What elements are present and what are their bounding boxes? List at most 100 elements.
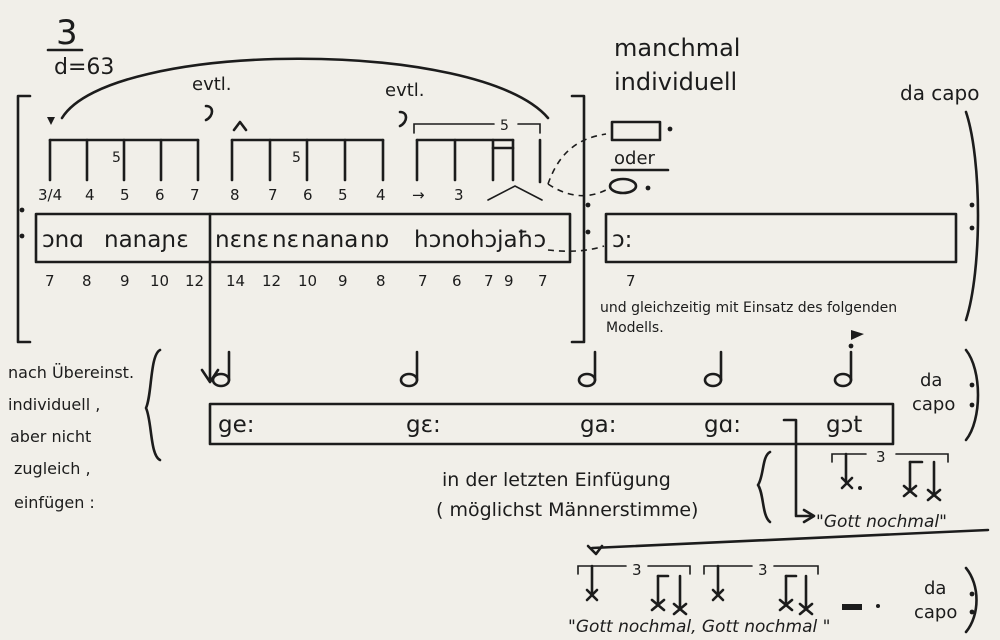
flag-mark xyxy=(851,330,864,340)
stems-model1 xyxy=(48,138,542,184)
gott-triplet-label: 3 xyxy=(876,448,886,466)
upper-number-11: 3 xyxy=(454,186,464,204)
repeat-dot xyxy=(19,207,25,213)
tuplet-label-2: 5 xyxy=(292,150,301,166)
model2-capo: capo xyxy=(912,394,955,415)
da-capo-top: da capo xyxy=(900,81,980,105)
half-note xyxy=(399,350,419,388)
text-segment-5: nɒ xyxy=(360,227,389,253)
staccato-dot xyxy=(848,343,854,349)
alternative-text-box xyxy=(604,212,958,264)
slur-arc xyxy=(60,57,550,120)
gott-nochmal-text: "Gott nochmal" xyxy=(816,512,947,532)
model1-right-bracket xyxy=(570,94,586,344)
model2-syllable-3: gɑ: xyxy=(704,412,741,438)
model3-capo: capo xyxy=(914,602,957,623)
text-segment-2: nɛnɛ xyxy=(215,227,269,253)
model2-note-line-4: einfügen : xyxy=(14,493,95,512)
lower-number-3: 10 xyxy=(150,272,169,290)
evtl-label-1: evtl. xyxy=(192,74,232,95)
upper-number-5: 8 xyxy=(230,186,240,204)
upper-number-8: 5 xyxy=(338,186,348,204)
model3-triplet-1: 3 xyxy=(632,561,642,579)
model3-text: "Gott nochmal, Gott nochmal " xyxy=(568,617,830,637)
half-note xyxy=(211,350,231,388)
accent-mark xyxy=(232,120,248,132)
lower-number-1: 8 xyxy=(82,272,92,290)
upper-number-2: 5 xyxy=(120,186,130,204)
augmentation-dot xyxy=(667,126,673,132)
gott-path xyxy=(782,418,812,518)
last-insert-line-1: in der letzten Einfügung xyxy=(442,469,671,491)
oder-label: oder xyxy=(614,148,656,169)
upper-number-3: 6 xyxy=(155,186,165,204)
lower-number-10: 7 xyxy=(418,272,428,290)
repeat-dot xyxy=(969,202,975,208)
upper-number-10: → xyxy=(412,186,425,204)
alternative-heading-1: manchmal xyxy=(614,34,740,62)
model3-connector xyxy=(590,528,990,550)
lower-number-6: 12 xyxy=(262,272,281,290)
lower-number-0: 7 xyxy=(45,272,55,290)
model2-text-box xyxy=(208,402,895,446)
model2-syllable-2: ga: xyxy=(580,412,616,438)
breath-mark-2 xyxy=(398,110,408,128)
caret-mark xyxy=(487,185,543,201)
repeat-dot xyxy=(969,382,975,388)
model1-left-bracket xyxy=(16,94,32,344)
lower-number-2: 9 xyxy=(120,272,130,290)
gott-arrow-head xyxy=(802,508,816,524)
alternative-note-2: Modells. xyxy=(606,320,664,336)
repeat-dot xyxy=(19,233,25,239)
lower-number-8: 9 xyxy=(338,272,348,290)
breve-note xyxy=(610,120,662,142)
tuplet-label-3: 5 xyxy=(500,118,509,134)
text-segment-4: nana xyxy=(301,227,358,253)
last-insert-line-2: ( möglichst Männerstimme) xyxy=(436,499,698,521)
tempo-marking: d=63 xyxy=(54,55,114,80)
evtl-label-2: evtl. xyxy=(385,80,425,101)
model3-triplet-2: 3 xyxy=(758,561,768,579)
repeat-dot xyxy=(969,609,975,615)
model2-note-line-1: individuell , xyxy=(8,395,100,414)
lower-number-11: 6 xyxy=(452,272,462,290)
alternative-syllable: ɔ: xyxy=(612,227,632,253)
start-triangle xyxy=(47,117,55,125)
upper-number-1: 4 xyxy=(85,186,95,204)
lower-number-12: 7 xyxy=(484,272,494,290)
tuplet-label-1: 5 xyxy=(112,150,121,166)
text-segment-1: nanaɲɛ xyxy=(104,227,189,253)
upper-number-4: 7 xyxy=(190,186,200,204)
model2-note-line-0: nach Übereinst. xyxy=(8,363,134,382)
downward-arrow-head xyxy=(200,368,220,384)
repeat-dot xyxy=(585,202,591,208)
model2-syllable-0: ge: xyxy=(218,412,255,438)
lower-number-5: 14 xyxy=(226,272,245,290)
model2-da: da xyxy=(920,370,942,391)
model3-da: da xyxy=(924,578,946,599)
half-note xyxy=(703,350,723,388)
lower-number-14: 7 xyxy=(538,272,548,290)
whole-note xyxy=(608,177,638,195)
upper-number-0: 3/4 xyxy=(38,186,62,204)
model2-syllable-1: gɛ: xyxy=(406,412,441,438)
lower-number-7: 10 xyxy=(298,272,317,290)
repeat-dot xyxy=(585,229,591,235)
rhythm-gott-nochmal xyxy=(831,452,949,502)
upper-number-6: 7 xyxy=(268,186,278,204)
text-segment-6: hɔnohɔjaħɔ xyxy=(414,227,546,253)
lower-number-9: 8 xyxy=(376,272,386,290)
rhythm-gott-nochmal-twice xyxy=(577,564,880,616)
dashed-connector xyxy=(547,245,605,252)
lower-number-13: 9 xyxy=(504,272,514,290)
last-insert-brace xyxy=(756,450,772,524)
model2-note-line-2: aber nicht xyxy=(10,427,91,446)
model2-da-capo-bracket xyxy=(964,348,980,442)
text-segment-3: nɛ xyxy=(272,227,299,253)
repeat-dot xyxy=(969,591,975,597)
dashed-connector xyxy=(547,133,607,185)
half-note xyxy=(577,350,597,388)
repeat-dot xyxy=(969,402,975,408)
model2-note-brace xyxy=(144,348,162,462)
